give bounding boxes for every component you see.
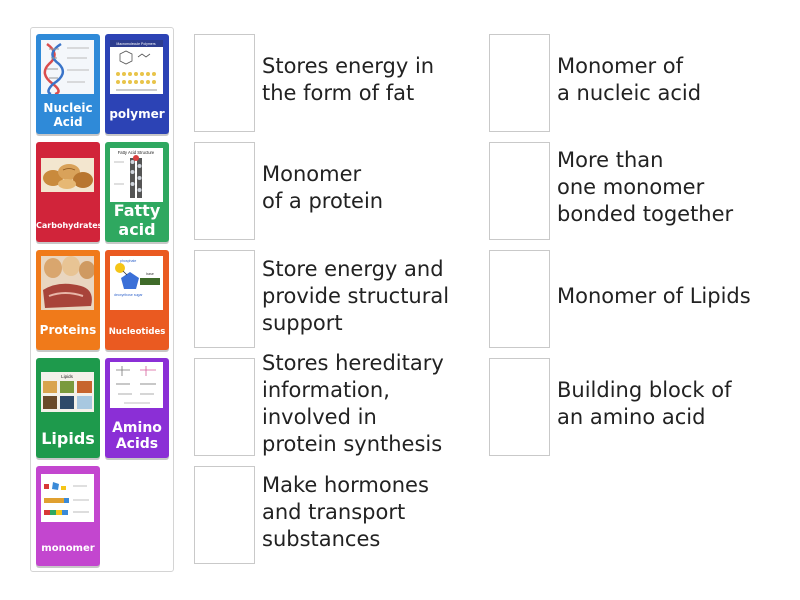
clue-text: Store energy and provide structural supp… xyxy=(262,257,450,335)
polymer-image-header: Macromolecule Polymers xyxy=(116,42,156,46)
drop-slot-2[interactable] xyxy=(194,142,255,240)
drop-slot-1[interactable] xyxy=(194,34,255,132)
nucleotide-image-phosphate: phosphate xyxy=(120,259,136,263)
amino-acid-structure-image xyxy=(110,362,163,408)
tile-nucleotides[interactable]: phosphate base deoxyribose sugar Nucleot… xyxy=(105,250,169,350)
clue-text: Stores hereditary information, involved … xyxy=(262,351,444,456)
drop-slot-9[interactable] xyxy=(489,358,550,456)
eggs-meat-image xyxy=(41,256,94,310)
tile-label: Nucleic Acid xyxy=(43,101,93,130)
nucleotide-image-base: base xyxy=(146,272,154,276)
drop-slot-8[interactable] xyxy=(489,250,550,348)
clue-text: Make hormones and transport substances xyxy=(262,473,429,551)
clue-text: Building block of an amino acid xyxy=(557,378,732,429)
drop-slot-4[interactable] xyxy=(194,358,255,456)
tile-label: Amino Acids xyxy=(112,419,162,452)
fatty-acid-structure-image: Fatty Acid Structure xyxy=(110,148,163,202)
tile-nucleic-acid[interactable]: Nucleic Acid xyxy=(36,34,100,134)
tile-label: Lipids xyxy=(41,428,95,448)
tile-label: Fatty acid xyxy=(113,201,161,239)
tile-lipids[interactable]: Lipids Lipids xyxy=(36,358,100,458)
drop-slot-5[interactable] xyxy=(194,466,255,564)
drop-slot-7[interactable] xyxy=(489,142,550,240)
tile-label: Proteins xyxy=(39,323,97,338)
tile-label: Nucleotides xyxy=(108,327,166,338)
nucleotide-diagram-image: phosphate base deoxyribose sugar xyxy=(110,256,163,310)
drop-slot-3[interactable] xyxy=(194,250,255,348)
monomer-blocks-image xyxy=(41,474,94,522)
clue-text: Monomer of a nucleic acid xyxy=(557,54,702,105)
clue-text: Monomer of Lipids xyxy=(557,284,751,308)
bread-image xyxy=(41,158,94,192)
tile-proteins[interactable]: Proteins xyxy=(36,250,100,350)
tile-label: monomer xyxy=(41,542,95,554)
nucleotide-image-sugar: deoxyribose sugar xyxy=(114,293,143,297)
tile-label: polymer xyxy=(109,107,165,122)
tile-polymer[interactable]: Macromolecule Polymers polymer xyxy=(105,34,169,134)
tile-label: Carbohydrates xyxy=(36,220,100,230)
clue-text: More than one monomer bonded together xyxy=(557,148,734,226)
dna-helix-image xyxy=(41,40,94,94)
tile-carbohydrates[interactable]: Carbohydrates xyxy=(36,142,100,242)
tile-monomer[interactable]: monomer xyxy=(36,466,100,566)
tile-fatty-acid[interactable]: Fatty Acid Structure Fatty acid xyxy=(105,142,169,242)
clue-text: Stores energy in the form of fat xyxy=(262,54,435,105)
fatty-acid-image-header: Fatty Acid Structure xyxy=(118,150,155,155)
polymer-diagram-image: Macromolecule Polymers xyxy=(110,40,163,94)
clue-text: Monomer of a protein xyxy=(262,162,384,213)
tile-amino-acids[interactable]: Amino Acids xyxy=(105,358,169,458)
drop-slot-6[interactable] xyxy=(489,34,550,132)
lipids-image-header: Lipids xyxy=(61,374,74,379)
lipids-image: Lipids xyxy=(41,372,94,412)
